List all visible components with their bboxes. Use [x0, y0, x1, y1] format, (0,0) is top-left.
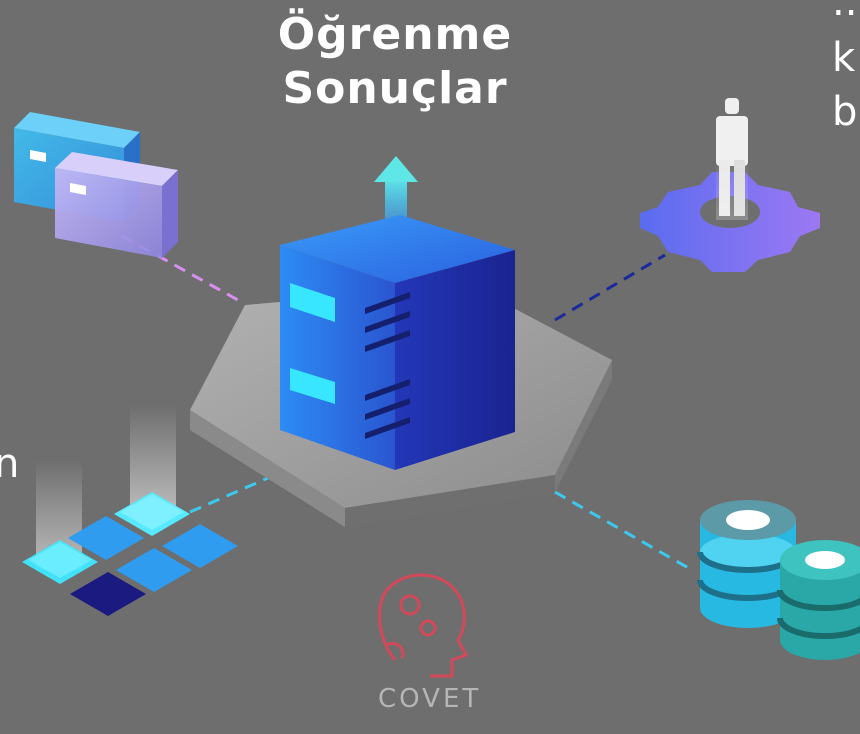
left-text-fragment: n	[0, 441, 20, 487]
right-text-line-1: ...	[832, 0, 860, 25]
page-title: Öğrenme Sonuçlar	[250, 8, 540, 116]
title-line-2: Sonuçlar	[282, 63, 508, 114]
title-line-1: Öğrenme	[277, 9, 513, 60]
right-text-line-2: k	[832, 35, 856, 81]
link-database	[554, 490, 693, 572]
link-chips	[189, 476, 269, 514]
chip-grid-icon	[22, 405, 238, 616]
brain-gear-logo-icon	[378, 573, 469, 678]
server-rack-icon	[280, 215, 515, 470]
right-text-line-3: b	[832, 89, 858, 135]
link-user-gear	[554, 253, 666, 322]
folder-blocks-icon	[14, 112, 178, 258]
user-gear-icon	[640, 98, 820, 272]
database-stack-icon	[697, 500, 860, 660]
logo-wordmark: COVET	[378, 684, 482, 714]
